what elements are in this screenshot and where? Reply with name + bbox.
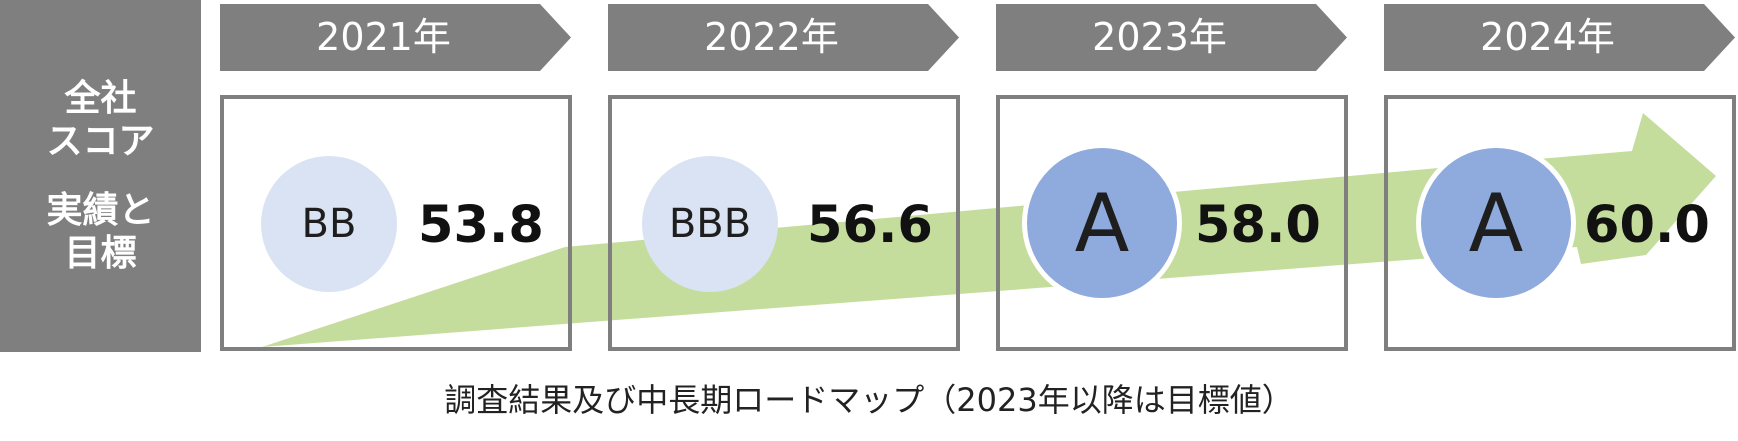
year-header-2024: 2024年	[1384, 4, 1735, 71]
grade-badge-2022: BBB	[642, 156, 778, 292]
grade-badge-2023: A	[1022, 143, 1182, 303]
grade-badge-2024: A	[1416, 143, 1576, 303]
year-header-2021: 2021年	[220, 4, 571, 71]
score-2024: 60.0	[1584, 196, 1710, 255]
figure-caption: 調査結果及び中長期ロードマップ（2023年以降は目標値）	[444, 381, 1294, 419]
score-2023: 58.0	[1195, 196, 1321, 255]
grade-text-2022: BBB	[668, 201, 752, 247]
grade-text-2024: A	[1468, 176, 1524, 270]
year-box-2023	[996, 95, 1348, 351]
score-2021: 53.8	[418, 196, 544, 255]
company-score-title: 全社 スコア	[46, 78, 155, 162]
year-header-2023: 2023年	[996, 4, 1347, 71]
grade-badge-2021: BB	[261, 156, 397, 292]
grade-text-2021: BB	[301, 201, 357, 247]
results-and-targets-title: 実績と 目標	[46, 190, 155, 274]
year-box-2021	[220, 95, 572, 351]
grade-text-2023: A	[1074, 176, 1130, 270]
company-score-label: 全社 スコア 実績と 目標	[0, 0, 201, 352]
score-2022: 56.6	[807, 196, 933, 255]
year-header-2022: 2022年	[608, 4, 959, 71]
year-box-2022	[608, 95, 960, 351]
year-box-2024	[1384, 95, 1736, 351]
